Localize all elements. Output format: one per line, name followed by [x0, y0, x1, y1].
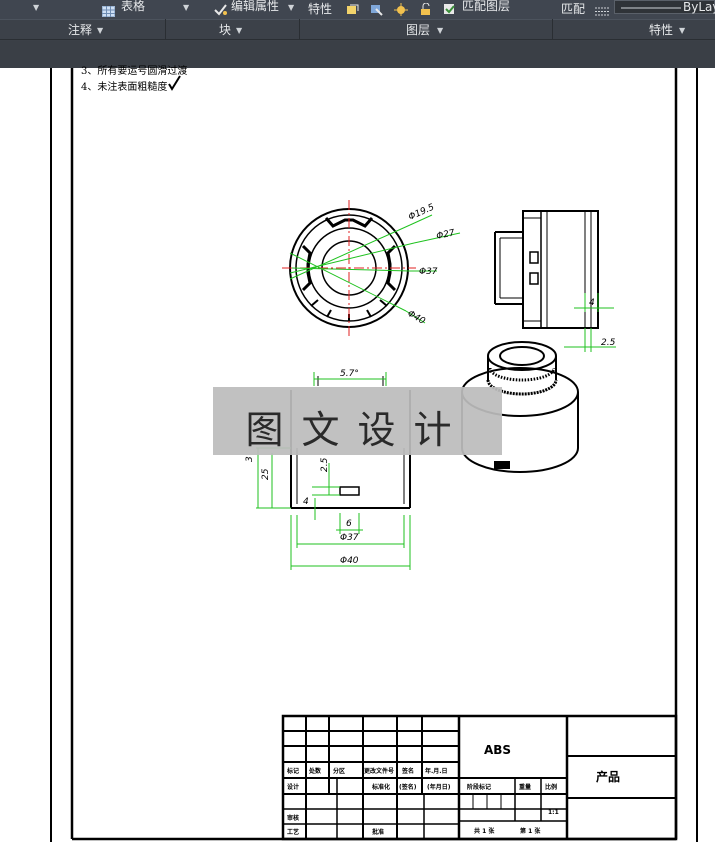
panel-block-label[interactable]: 块 — [219, 23, 232, 37]
dim-w6: 6 — [346, 519, 352, 529]
dim-d27: Φ27 — [436, 228, 456, 242]
ribbon-panel-labels: 注释 ▼ 块 ▼ 图层 ▼ 特性 ▼ — [0, 19, 715, 40]
layer-freeze-icon[interactable] — [394, 1, 408, 17]
title-part-name: 产品 — [596, 769, 620, 784]
dropdown-arrow-icon[interactable]: ▼ — [33, 3, 40, 12]
ribbon-bottom-strip — [0, 41, 715, 68]
note-3: 3、所有要运号圆滑过渡 — [81, 66, 188, 77]
match-properties-button[interactable]: 匹配 — [561, 2, 586, 16]
tb-date: 年.月.日 — [425, 767, 448, 775]
tb-design: 设计 — [287, 783, 299, 791]
dropdown-arrow-icon[interactable]: ▼ — [183, 3, 190, 12]
tb-approve: 批准 — [372, 828, 384, 836]
layer-state-icon[interactable] — [370, 1, 384, 16]
tb-date2: (年月日) — [427, 783, 451, 791]
layer-lock-icon[interactable] — [419, 1, 433, 15]
edit-attribute-icon[interactable] — [214, 1, 228, 16]
tb-sign2: (签名) — [399, 783, 417, 791]
panel-divider — [299, 19, 300, 40]
watermark: 图文设计 — [213, 387, 502, 455]
lineweight-select[interactable]: ByLayer — [614, 0, 715, 14]
dim-d40: Φ40 — [406, 309, 427, 327]
chevron-down-icon[interactable]: ▼ — [97, 26, 104, 35]
dim-d37: Φ37 — [419, 267, 438, 277]
note-4: 4、未注表面粗糙度 — [81, 82, 168, 93]
tb-zone: 分区 — [333, 767, 345, 775]
tb-review: 审核 — [287, 814, 299, 822]
panel-properties-label[interactable]: 特性 — [649, 23, 674, 37]
ribbon: ▼ 表格 ▼ 编辑属性 ▼ 特性 匹配图层 匹配 — [0, 0, 715, 68]
layer-properties-icon[interactable] — [346, 1, 360, 14]
dim-w4: 4 — [589, 298, 595, 308]
dim-bot-d40: Φ40 — [340, 556, 359, 566]
properties-button[interactable]: 特性 — [308, 2, 333, 16]
chevron-down-icon[interactable]: ▼ — [236, 26, 243, 35]
title-material: ABS — [484, 743, 511, 757]
panel-divider — [165, 19, 166, 40]
tb-mark: 标记 — [286, 767, 299, 775]
edit-attribute-button[interactable]: 编辑属性 — [231, 0, 280, 13]
match-layer-icon[interactable] — [443, 1, 457, 14]
table-button[interactable]: 表格 — [121, 0, 146, 13]
table-icon[interactable] — [102, 2, 115, 17]
tb-weight: 重量 — [519, 783, 531, 791]
tb-stage: 阶段标记 — [467, 783, 491, 791]
tb-std: 标准化 — [371, 783, 390, 791]
dim-h25: 25 — [261, 468, 271, 480]
side-view-dimension-lines — [564, 293, 616, 352]
tb-scale: 比例 — [545, 783, 557, 791]
dim-v4: 4 — [303, 497, 309, 507]
chevron-down-icon[interactable]: ▼ — [437, 26, 444, 35]
tb-sheets: 共 1 张 — [474, 827, 495, 835]
ribbon-tool-row: ▼ 表格 ▼ 编辑属性 ▼ 特性 匹配图层 匹配 — [0, 0, 715, 19]
dim-bot-d37: Φ37 — [340, 533, 359, 543]
lineweight-value: ByLayer — [683, 0, 715, 14]
chevron-down-icon[interactable]: ▼ — [679, 26, 686, 35]
dim-h3: 3 — [245, 456, 255, 462]
tb-doc: 更改文件号 — [364, 767, 394, 775]
title-block — [281, 714, 678, 841]
dropdown-arrow-icon[interactable]: ▼ — [288, 3, 295, 12]
watermark-text: 图文设计 — [245, 408, 470, 452]
match-layer-button[interactable]: 匹配图层 — [462, 0, 511, 13]
tb-count: 处数 — [308, 767, 322, 775]
drawing-canvas[interactable]: Φ19.5 Φ27 Φ37 Φ40 — [0, 66, 715, 842]
panel-layers-label[interactable]: 图层 — [406, 23, 431, 37]
drawing-sheet: Φ19.5 Φ27 Φ37 Φ40 — [50, 68, 698, 842]
top-view — [282, 200, 416, 336]
dim-v2-5: 2.5 — [320, 457, 330, 472]
tb-process: 工艺 — [287, 828, 299, 836]
top-view-dimension-lines — [289, 214, 461, 324]
roughness-check-icon — [168, 75, 181, 91]
linetype-icon[interactable] — [595, 2, 609, 16]
dim-w2-5: 2.5 — [601, 338, 616, 348]
side-view — [494, 210, 599, 329]
panel-divider — [552, 19, 553, 40]
panel-annotation-label[interactable]: 注释 — [68, 23, 93, 37]
dim-angle: 5.7° — [340, 369, 359, 379]
tb-sheet-no: 第 1 张 — [519, 827, 541, 835]
tb-scale-value: 1:1 — [548, 809, 559, 816]
tb-sign: 签名 — [401, 767, 414, 775]
